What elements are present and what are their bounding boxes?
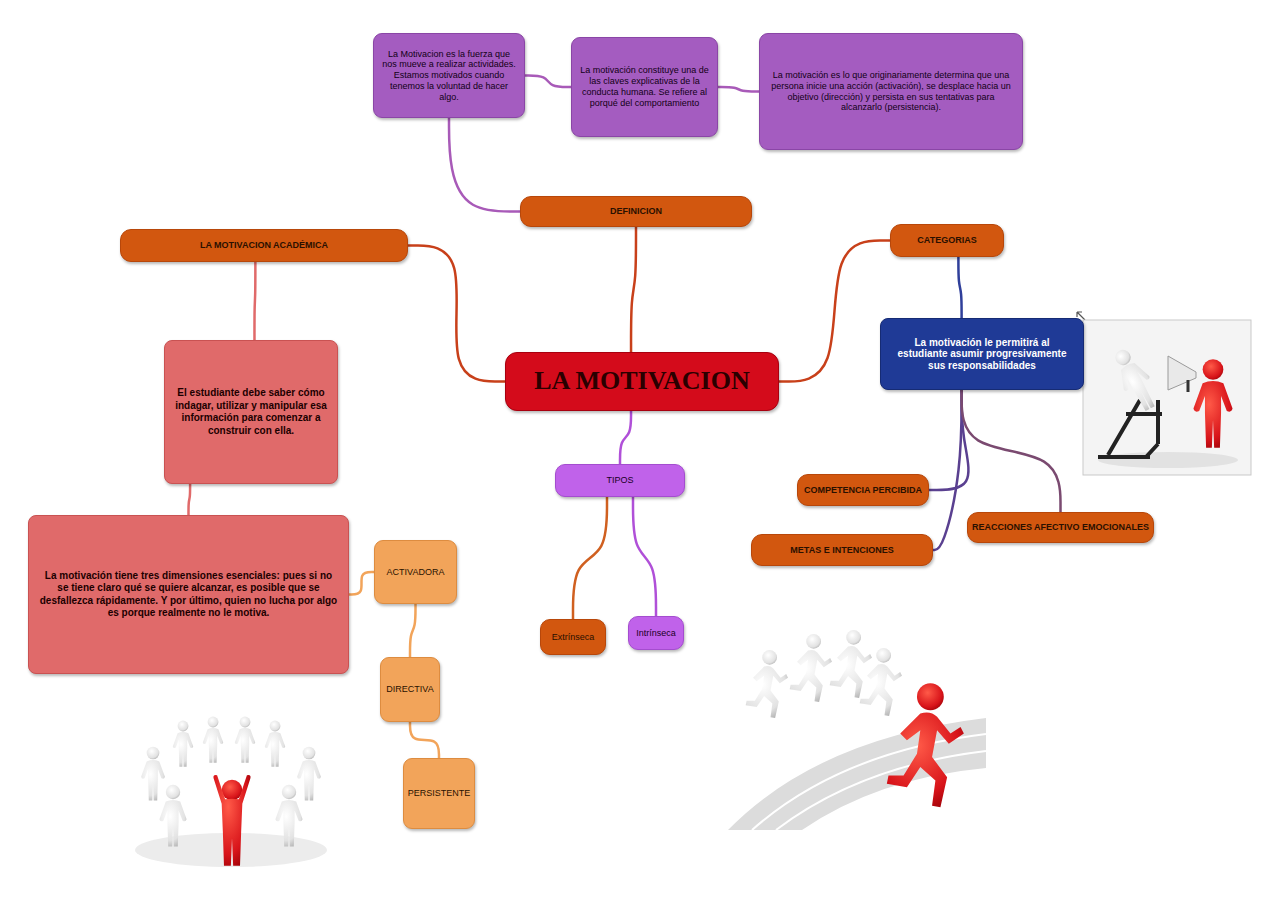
branch-connector	[253, 262, 256, 340]
branch-connector	[573, 497, 607, 619]
node-text: Intrínseca	[636, 628, 676, 639]
node-text: CATEGORIAS	[917, 235, 976, 246]
node-text: Extrínseca	[552, 632, 595, 643]
definition-box: La Motivacion es la fuerza que nos mueve…	[373, 33, 525, 118]
track-lane	[752, 734, 986, 830]
red-figure	[1193, 359, 1232, 448]
branch-connector	[962, 390, 1061, 512]
branch-connector	[718, 87, 759, 92]
definition-box: La motivación constituye una de las clav…	[571, 37, 718, 137]
academic-box: El estudiante debe saber cómo indagar, u…	[164, 340, 338, 484]
node-text: La motivación le permitirá al estudiante…	[891, 337, 1073, 372]
branch-connector	[349, 572, 374, 595]
white-runner	[830, 630, 872, 698]
node-text: PERSISTENTE	[408, 788, 471, 799]
track-lane	[776, 751, 986, 830]
node-text: La Motivacion es la fuerza que nos mueve…	[382, 49, 516, 103]
central-topic: LA MOTIVACION	[505, 352, 779, 411]
branch-connector	[410, 722, 439, 758]
red-runner	[887, 683, 964, 807]
white-figure	[203, 717, 223, 763]
branch-connector	[408, 246, 505, 382]
branch-connector	[449, 118, 520, 212]
branch-connector	[525, 76, 571, 88]
white-runner	[746, 650, 788, 718]
node-text: METAS E INTENCIONES	[790, 545, 893, 556]
type-box: Extrínseca	[540, 619, 606, 655]
category-label: METAS E INTENCIONES	[751, 534, 933, 566]
white-figure	[265, 721, 285, 767]
node-text: La motivación tiene tres dimensiones ese…	[39, 570, 338, 620]
node-text: La motivación es lo que originariamente …	[768, 70, 1014, 113]
white-figure	[141, 747, 165, 801]
node-text: DEFINICION	[610, 206, 662, 217]
category-label: COMPETENCIA PERCIBIDA	[797, 474, 929, 506]
branch-connector	[631, 227, 636, 352]
academic-box: La motivación tiene tres dimensiones ese…	[28, 515, 349, 674]
white-figure	[275, 785, 302, 847]
dimension-box: PERSISTENTE	[403, 758, 476, 829]
picture-frame	[1083, 320, 1251, 475]
branch-connector	[410, 604, 416, 657]
dimension-box: DIRECTIVA	[380, 657, 440, 722]
category-label: REACCIONES AFECTIVO EMOCIONALES	[967, 512, 1154, 543]
red-figure	[213, 775, 250, 866]
team-illustration	[125, 712, 337, 872]
node-text: ACTIVADORA	[387, 567, 445, 578]
floor-shadow	[1098, 452, 1238, 468]
node-text: TIPOS	[606, 475, 633, 486]
branch-label: TIPOS	[555, 464, 685, 497]
branch-connector	[189, 484, 191, 515]
white-runner	[860, 648, 902, 716]
node-text: LA MOTIVACION	[534, 367, 750, 396]
branch-connector	[620, 411, 631, 464]
megaphone-handle	[1187, 380, 1190, 392]
race-illustration	[728, 626, 986, 830]
white-figure	[297, 747, 321, 801]
category-box: La motivación le permitirá al estudiante…	[880, 318, 1084, 390]
branch-label: CATEGORIAS	[890, 224, 1004, 257]
dimension-box: ACTIVADORA	[374, 540, 457, 604]
coach-illustration	[1068, 300, 1258, 482]
exercise-machine	[1098, 400, 1162, 457]
white-figure	[159, 785, 186, 847]
branch-label: DEFINICION	[520, 196, 752, 227]
node-text: El estudiante debe saber cómo indagar, u…	[175, 387, 327, 437]
white-figure	[235, 717, 255, 763]
white-figure	[1107, 344, 1163, 415]
white-runner	[790, 634, 832, 702]
node-text: DIRECTIVA	[386, 684, 433, 695]
megaphone	[1168, 356, 1196, 390]
branch-connector	[779, 241, 890, 382]
node-text: La motivación constituye una de las clav…	[580, 65, 709, 108]
branch-label: LA MOTIVACION ACADÉMICA	[120, 229, 408, 262]
branch-connector	[633, 497, 656, 616]
node-text: REACCIONES AFECTIVO EMOCIONALES	[972, 522, 1149, 533]
definition-box: La motivación es lo que originariamente …	[759, 33, 1023, 150]
white-figure	[173, 721, 193, 767]
node-text: LA MOTIVACION ACADÉMICA	[200, 240, 328, 251]
branch-connector	[933, 390, 962, 550]
branch-connector	[958, 257, 961, 318]
type-box: Intrínseca	[628, 616, 684, 650]
node-text: COMPETENCIA PERCIBIDA	[804, 485, 922, 496]
